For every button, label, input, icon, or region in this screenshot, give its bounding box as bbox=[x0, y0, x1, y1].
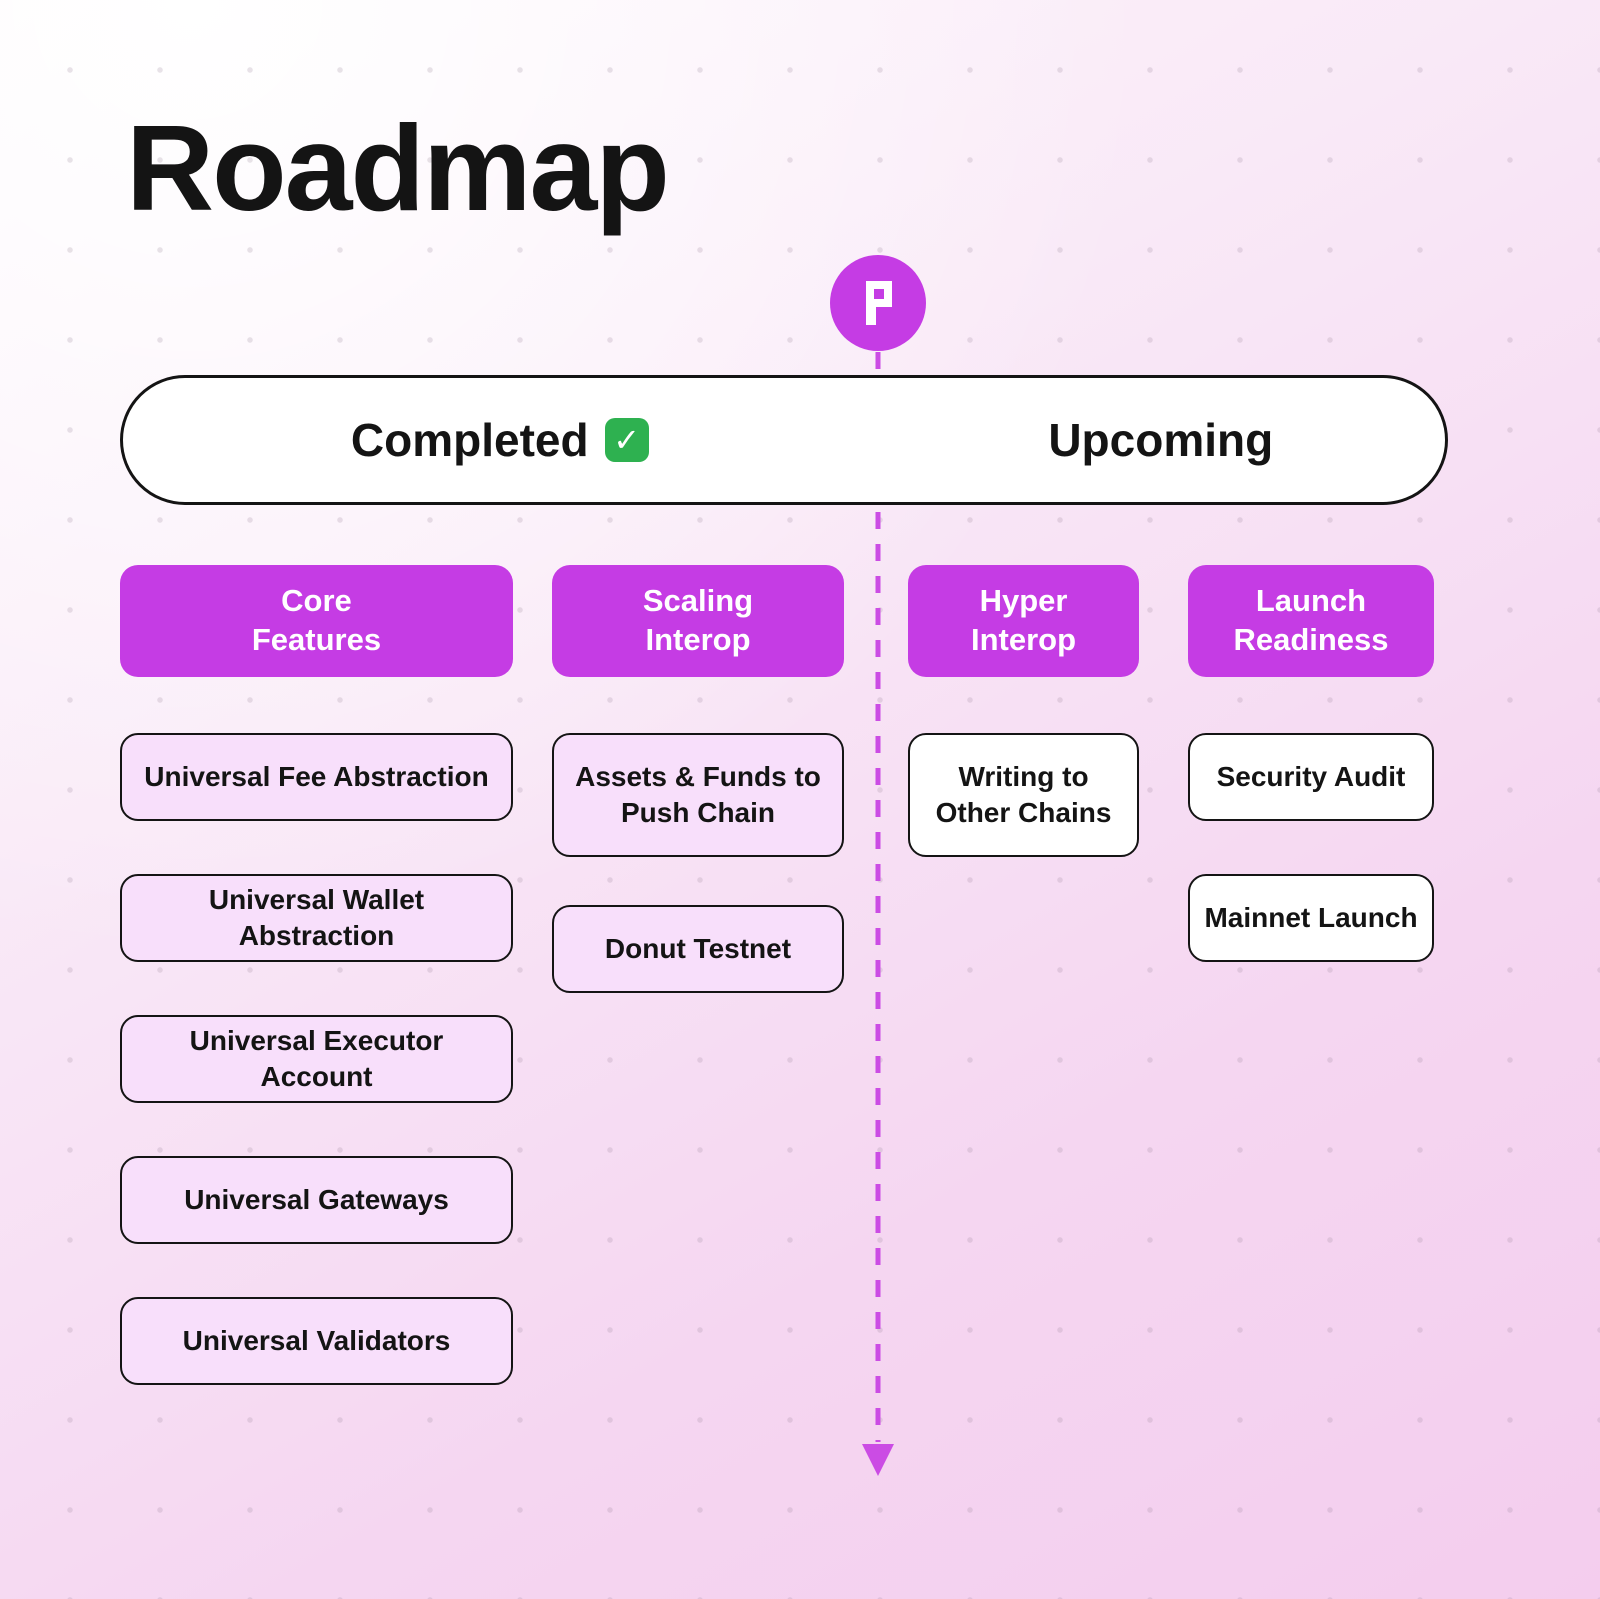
item-assets-funds-to-push-chain: Assets & Funds to Push Chain bbox=[552, 733, 844, 857]
column-header-hyper-interop: Hyper Interop bbox=[908, 565, 1139, 677]
check-icon: ✓ bbox=[604, 418, 649, 462]
item-mainnet-launch: Mainnet Launch bbox=[1188, 874, 1434, 962]
item-security-audit: Security Audit bbox=[1188, 733, 1434, 821]
item-universal-fee-abstraction: Universal Fee Abstraction bbox=[120, 733, 513, 821]
item-universal-wallet-abstraction: Universal Wallet Abstraction bbox=[120, 874, 513, 962]
item-donut-testnet: Donut Testnet bbox=[552, 905, 844, 993]
item-universal-gateways: Universal Gateways bbox=[120, 1156, 513, 1244]
item-universal-executor-account: Universal Executor Account bbox=[120, 1015, 513, 1103]
page-title: Roadmap bbox=[126, 100, 670, 236]
column-header-launch-readiness: Launch Readiness bbox=[1188, 565, 1434, 677]
push-logo-icon bbox=[830, 255, 926, 351]
legend-completed: Completed ✓ bbox=[123, 378, 877, 502]
timeline-divider bbox=[856, 352, 900, 1482]
column-header-scaling-interop: Scaling Interop bbox=[552, 565, 844, 677]
upcoming-label: Upcoming bbox=[1048, 414, 1274, 466]
completed-label: Completed bbox=[350, 414, 589, 466]
item-universal-validators: Universal Validators bbox=[120, 1297, 513, 1385]
column-header-core-features: Core Features bbox=[120, 565, 513, 677]
item-writing-to-other-chains: Writing to Other Chains bbox=[908, 733, 1139, 857]
legend-pill: Completed ✓ Upcoming bbox=[120, 375, 1448, 505]
legend-upcoming: Upcoming bbox=[877, 378, 1445, 502]
